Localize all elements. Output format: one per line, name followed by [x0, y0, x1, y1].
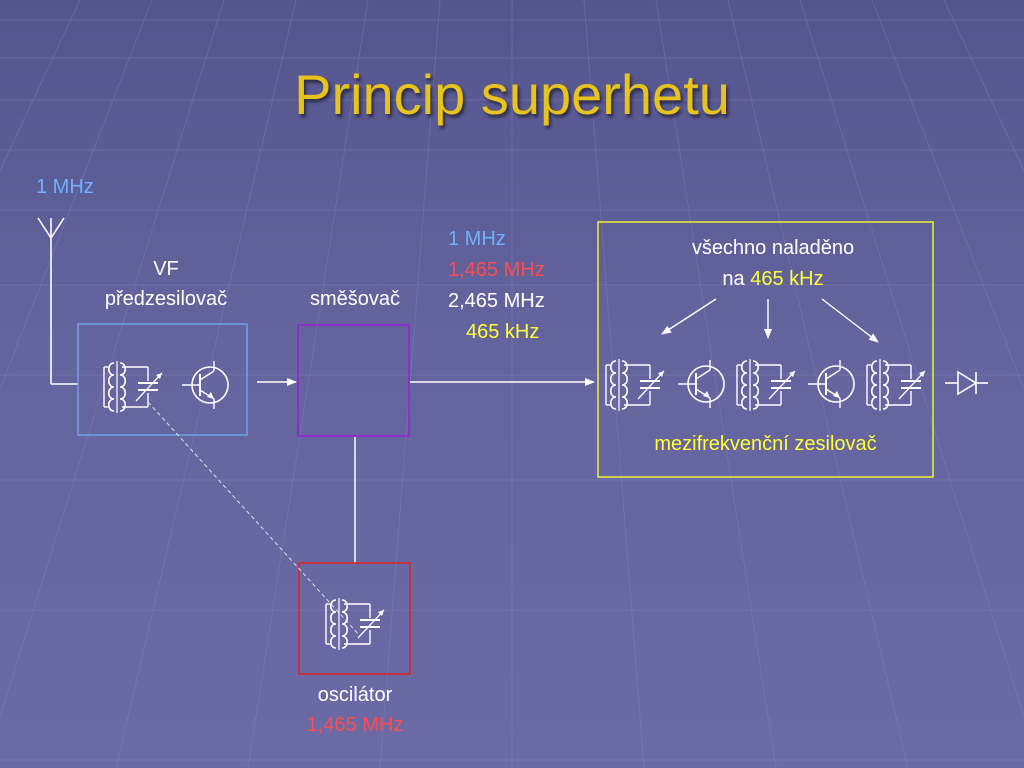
mixer-label: směšovač — [309, 288, 401, 310]
mixer-box — [297, 324, 410, 437]
ganged-tuning-dashed-line — [147, 401, 361, 637]
tuning-arrow-right — [821, 298, 879, 343]
if-tuning-prefix: na — [722, 268, 745, 290]
if-tuning-value: 465 kHz — [750, 268, 824, 290]
oscillator-box — [298, 562, 411, 675]
if-amplifier-box — [597, 221, 934, 478]
antenna-frequency: 1 MHz — [36, 176, 94, 198]
tuning-arrow-left — [661, 298, 717, 335]
rf-amplifier-label-line1: VF — [153, 258, 179, 280]
if-tuned-circuit-1-icon — [605, 358, 665, 412]
mixer-output-freq-2: 1,465 MHz — [448, 259, 545, 281]
rf-amplifier-box — [77, 323, 248, 436]
diode-icon — [945, 370, 988, 396]
rf-amplifier-label-line2: předzesilovač — [104, 288, 228, 310]
page-title: Princip superhetu — [294, 63, 730, 126]
if-transistor-1-icon — [677, 359, 725, 409]
if-tuned-circuit-2-icon — [736, 358, 796, 412]
mixer-output-freq-4: 465 kHz — [466, 321, 540, 343]
antenna-icon — [37, 217, 78, 385]
mixer-output-freq-3: 2,465 MHz — [448, 290, 545, 312]
if-tuning-note-line1: všechno naladěno — [691, 237, 855, 259]
tuned-circuit-icon — [103, 360, 163, 414]
oscillator-tuned-circuit-icon — [325, 597, 385, 651]
mixer-output-freq-1: 1 MHz — [448, 228, 506, 250]
if-tuning-note-line2: na 465 kHz — [648, 268, 898, 291]
transistor-icon — [181, 360, 229, 410]
if-tuned-circuit-3-icon — [866, 358, 926, 412]
if-transistor-2-icon — [807, 359, 855, 409]
oscillator-frequency: 1,465 MHz — [306, 714, 404, 736]
if-amplifier-label: mezifrekvenční zesilovač — [654, 433, 877, 455]
oscillator-label: oscilátor — [317, 684, 393, 706]
